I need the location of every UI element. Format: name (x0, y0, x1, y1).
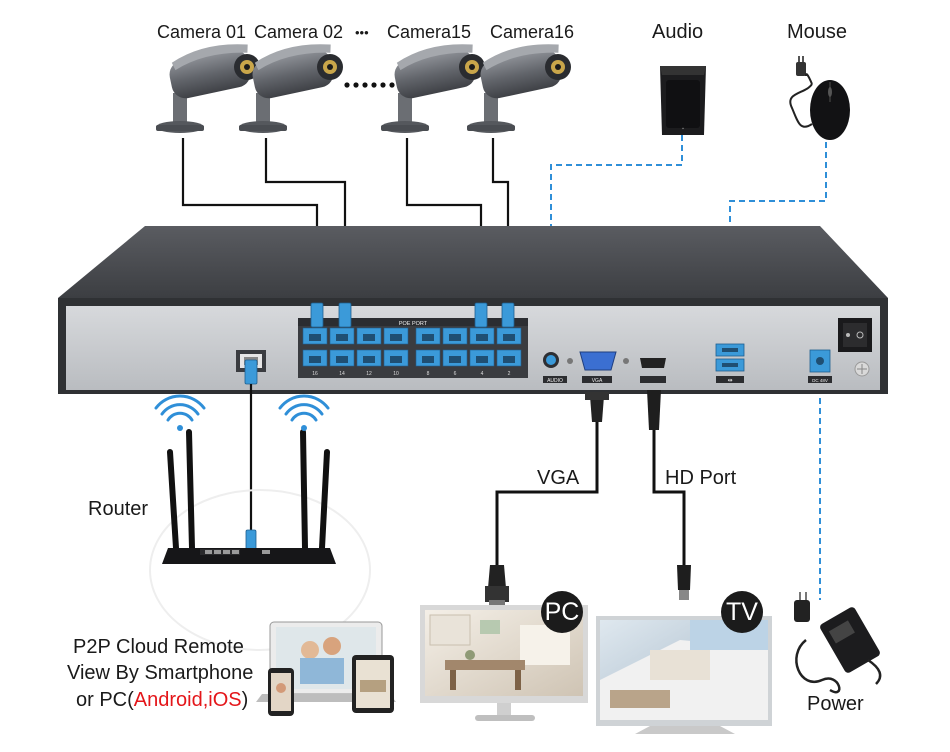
power-label: Power (807, 693, 864, 715)
router-ethernet-cable (245, 384, 257, 551)
poe-port-openings (309, 334, 515, 363)
camera-02-label: Camera 02 (254, 22, 344, 42)
poe-port-label: POE PORT (399, 321, 428, 327)
wifi-icon-right (278, 394, 330, 431)
pc-badge: PC (541, 591, 583, 633)
ground-screw (854, 361, 870, 377)
dc-jack: DC 48V (808, 349, 832, 383)
camera-02 (239, 44, 343, 133)
router-device (149, 429, 371, 651)
port-number: 2 (508, 371, 511, 377)
tablet-icon (352, 655, 394, 713)
tv-badge: TV (721, 591, 763, 633)
dc-label: DC 48V (812, 378, 828, 383)
wifi-icon-left (154, 394, 206, 431)
phone-icon (268, 668, 294, 716)
vga-cable (485, 392, 609, 606)
camera-ellipsis: ••• (355, 25, 369, 40)
port-number: 12 (366, 371, 372, 377)
port-number: 10 (393, 371, 399, 377)
tv-monitor (596, 616, 772, 734)
port-number: 8 (427, 371, 430, 377)
port-number: 14 (339, 371, 345, 377)
camera-16-label: Camera16 (490, 22, 575, 42)
hdmi-port (640, 358, 666, 383)
usb-ports: ⇹ (715, 343, 745, 384)
port-number: 16 (312, 371, 318, 377)
p2p-line-3-suffix: ) (241, 689, 249, 711)
vga-cable-label: VGA (537, 467, 580, 489)
p2p-platforms: Android,iOS (133, 689, 242, 711)
camera-15 (381, 44, 485, 133)
camera-dots (344, 82, 395, 88)
audio-label: Audio (652, 21, 704, 43)
svg-text:▪: ▪ (682, 126, 684, 132)
p2p-line-1: P2P Cloud Remote (73, 636, 244, 658)
vga-port: VGA (567, 351, 629, 384)
power-adapter (794, 592, 882, 694)
ethernet-plugs (310, 302, 515, 328)
camera-01 (156, 44, 260, 133)
hd-port-label: HD Port (665, 467, 737, 489)
vga-port-label: VGA (592, 378, 603, 384)
p2p-line-3: or PC(Android,iOS) (76, 689, 248, 712)
pc-monitor (420, 605, 588, 721)
camera-15-label: Camera15 (387, 22, 472, 42)
speaker-icon: ▪ (660, 66, 706, 135)
hdmi-cable (647, 390, 691, 600)
mouse-label: Mouse (787, 21, 848, 43)
router-label: Router (88, 498, 149, 520)
usb-symbol: ⇹ (727, 377, 732, 384)
power-switch (838, 318, 872, 352)
p2p-line-2: View By Smartphone (67, 662, 254, 684)
poe-port-numbers: 16 14 12 10 8 6 4 2 (312, 371, 510, 377)
mouse-icon (789, 56, 850, 140)
camera-16 (467, 44, 571, 133)
port-number: 6 (454, 371, 457, 377)
port-number: 4 (481, 371, 484, 377)
camera-01-label: Camera 01 (157, 22, 247, 42)
poe-port-block: POE PORT 16 14 12 10 8 (298, 318, 528, 378)
audio-jack: AUDIO (543, 352, 567, 384)
audio-port-label: AUDIO (547, 378, 563, 384)
p2p-line-3-prefix: or PC( (76, 689, 134, 711)
